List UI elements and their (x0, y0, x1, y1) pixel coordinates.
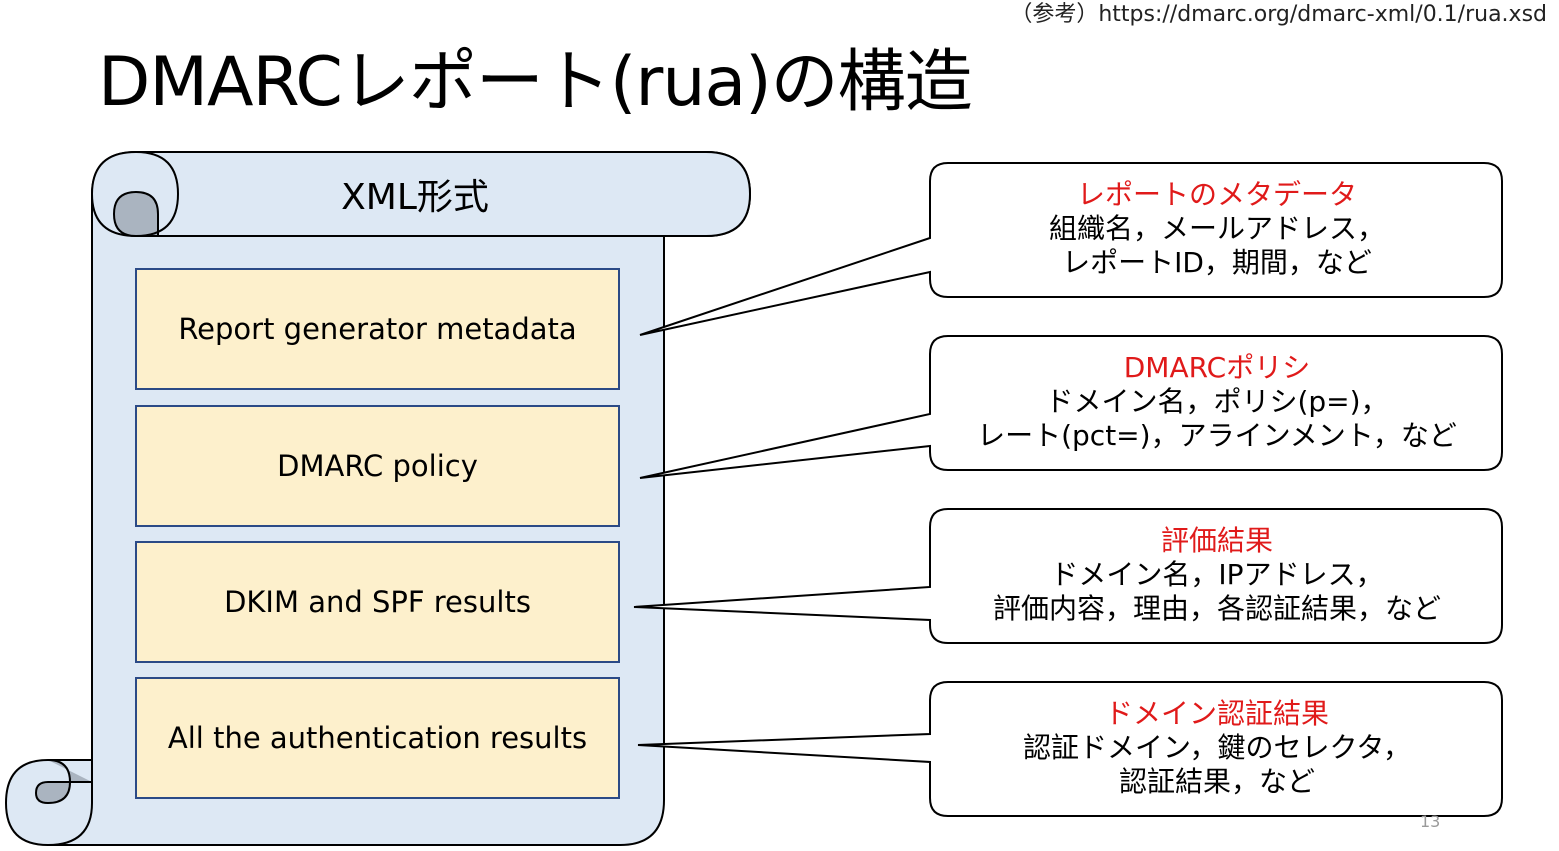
callout-shape-3 (633, 508, 1503, 644)
callout-shape-1 (639, 162, 1503, 336)
callout-line: ドメイン名，IPアドレス， (1050, 558, 1384, 591)
section-label: Report generator metadata (178, 312, 577, 346)
callout-evaluation-results: 評価結果 ドメイン名，IPアドレス， 評価内容，理由，各認証結果，など (932, 524, 1502, 626)
scroll-title: XML形式 (341, 177, 489, 218)
page-title: DMARCレポート(rua)の構造 (98, 43, 973, 122)
callout-shape-4 (637, 681, 1503, 817)
reference-url: （参考）https://dmarc.org/dmarc-xml/0.1/rua.… (1010, 2, 1547, 27)
callout-line: 認証ドメイン，鍵のセレクタ， (1022, 731, 1412, 764)
callout-line: レート(pct=)，アラインメント，など (977, 419, 1457, 452)
section-dkim-spf-results: DKIM and SPF results (135, 541, 620, 663)
section-label: All the authentication results (167, 721, 588, 755)
callout-domain-auth-results: ドメイン認証結果 認証ドメイン，鍵のセレクタ， 認証結果，など (932, 697, 1502, 799)
scroll-top-curl (112, 190, 159, 237)
page-number: 13 (1420, 812, 1441, 831)
section-auth-results: All the authentication results (135, 677, 620, 799)
callout-line: 認証結果，など (1118, 765, 1315, 798)
scroll-top-roll (90, 151, 752, 237)
callout-line: 評価内容，理由，各認証結果，など (992, 592, 1441, 625)
callout-dmarc-policy: DMARCポリシ ドメイン名，ポリシ(p=)， レート(pct=)，アラインメン… (932, 351, 1502, 453)
callout-line: レポートID，期間，など (1062, 246, 1372, 279)
section-label: DMARC policy (277, 449, 478, 483)
callout-heading: ドメイン認証結果 (1104, 697, 1329, 730)
section-report-metadata: Report generator metadata (135, 268, 620, 390)
callout-heading: レポートのメタデータ (1076, 178, 1357, 211)
callout-shape-2 (639, 335, 1503, 479)
section-dmarc-policy: DMARC policy (135, 405, 620, 527)
section-label: DKIM and SPF results (224, 585, 531, 619)
callout-report-metadata: レポートのメタデータ 組織名，メールアドレス， レポートID，期間，など (932, 178, 1502, 280)
callout-heading: 評価結果 (1160, 524, 1273, 557)
callout-heading: DMARCポリシ (1123, 351, 1311, 384)
callout-line: 組織名，メールアドレス， (1048, 212, 1385, 245)
callout-line: ドメイン名，ポリシ(p=)， (1045, 385, 1389, 418)
